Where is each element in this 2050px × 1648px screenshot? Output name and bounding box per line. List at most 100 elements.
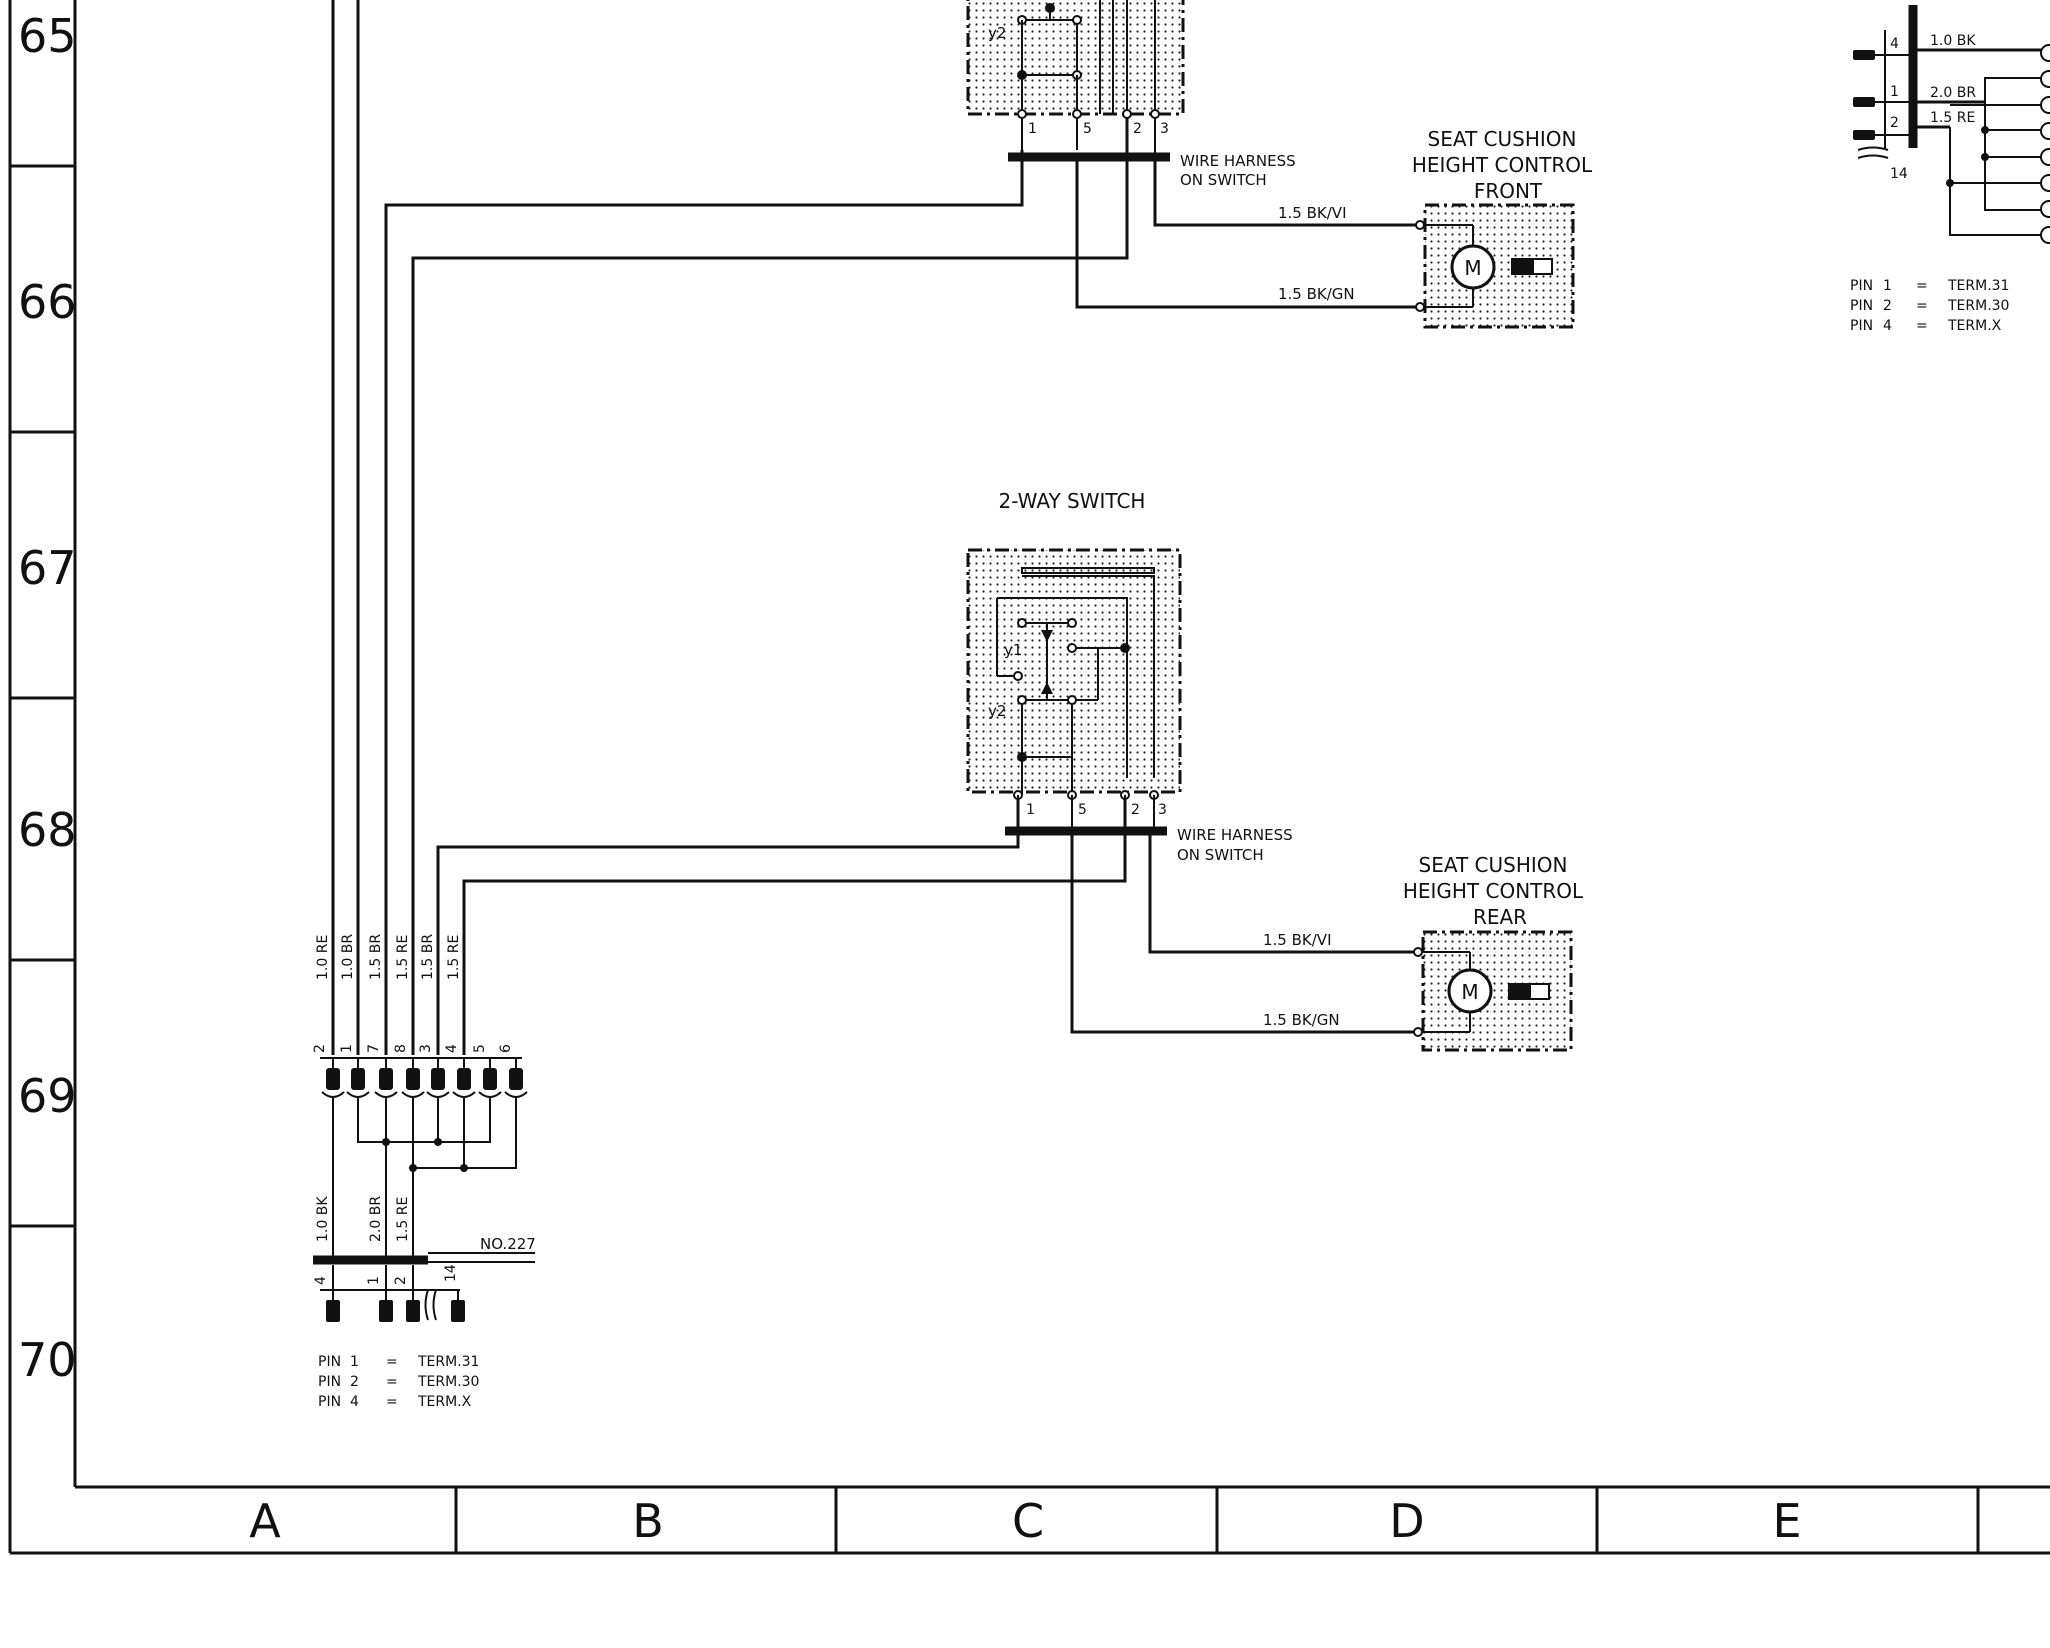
tr-pin-table-row3-num: 4 xyxy=(1883,318,1892,334)
wire-label-3: 1.5 BR xyxy=(368,934,384,980)
tr-wire-label-3: 1.5 RE xyxy=(1930,110,1975,126)
tr-pin-table: PIN 1 = TERM.31 PIN 2 = TERM.30 PIN 4 = … xyxy=(1850,278,2009,334)
pin-table-row2-term: TERM.30 xyxy=(417,1374,479,1390)
motor-front-title-line1: SEAT CUSHION xyxy=(1428,127,1577,151)
two-way-switch-contact-y2: y2 xyxy=(988,702,1006,720)
tr-pin-table-row3-term: TERM.X xyxy=(1947,318,2002,334)
pin-table-row2-num: 2 xyxy=(350,1374,359,1390)
row-label-68: 68 xyxy=(18,803,77,857)
tr-pin-table-row2-pin: PIN xyxy=(1850,298,1873,314)
tr-pin-table-row2-term: TERM.30 xyxy=(1947,298,2009,314)
rear-wire-bkvi-label: 1.5 BK/VI xyxy=(1263,931,1332,949)
pin-table-row1-pin: PIN xyxy=(318,1354,341,1370)
pin-table-row2-eq: = xyxy=(386,1374,398,1390)
tr-pin-2: 2 xyxy=(1890,115,1899,131)
wire-label-4: 1.5 RE xyxy=(395,935,411,980)
top-harness-label-line2: ON SWITCH xyxy=(1180,171,1267,189)
connector-pin-3: 3 xyxy=(418,1044,434,1053)
two-way-switch-title: 2-WAY SWITCH xyxy=(999,489,1146,513)
motor-rear-title-line3: REAR xyxy=(1473,905,1527,929)
tr-connector-14: 14 xyxy=(1890,166,1908,182)
top-switch-pin-2: 2 xyxy=(1133,121,1142,137)
top-switch-pin-5: 5 xyxy=(1083,121,1092,137)
front-wire-bkgn-label: 1.5 BK/GN xyxy=(1278,285,1355,303)
tr-pin-table-row1-eq: = xyxy=(1916,278,1928,294)
motor-front: SEAT CUSHION HEIGHT CONTROL FRONT M xyxy=(1412,127,1593,329)
tr-pin-table-row2-eq: = xyxy=(1916,298,1928,314)
column-label-e: E xyxy=(1772,1494,1801,1548)
tr-pin-table-row3-pin: PIN xyxy=(1850,318,1873,334)
lower-wire-label-3: 1.5 RE xyxy=(395,1197,411,1242)
tr-wire-label-1: 1.0 BK xyxy=(1930,33,1976,49)
lower-wire-label-1: 1.0 BK xyxy=(315,1196,331,1242)
motor-front-symbol: M xyxy=(1464,256,1481,280)
connector-pin-8: 8 xyxy=(393,1044,409,1053)
lower-connector-14: 14 xyxy=(443,1264,459,1282)
top-right-connector: 4 1 2 14 1.0 BK 2.0 BR 1.5 RE xyxy=(1850,5,2050,334)
tr-pin-table-row3-eq: = xyxy=(1916,318,1928,334)
column-label-b: B xyxy=(632,1494,664,1548)
connector-pin-4: 4 xyxy=(444,1044,460,1053)
motor-rear-symbol: M xyxy=(1461,980,1478,1004)
pin-table-row1-term: TERM.31 xyxy=(417,1354,479,1370)
top-harness-label-line1: WIRE HARNESS xyxy=(1180,152,1296,170)
pin-table-row3-term: TERM.X xyxy=(417,1394,472,1410)
main-connector: 1.0 RE 1.0 BR 1.5 BR 1.5 RE 1.5 BR 1.5 R… xyxy=(312,934,536,1410)
connector-pin-7: 7 xyxy=(366,1044,382,1053)
pin-table-row1-num: 1 xyxy=(350,1354,359,1370)
bottom-harness-label-line1: WIRE HARNESS xyxy=(1177,826,1293,844)
pin-table: PIN 1 = TERM.31 PIN 2 = TERM.30 PIN 4 = … xyxy=(318,1354,479,1410)
row-label-70: 70 xyxy=(18,1333,77,1387)
tr-pin-1: 1 xyxy=(1890,84,1899,100)
column-label-a: A xyxy=(249,1494,281,1548)
two-way-switch-pin-2: 2 xyxy=(1131,802,1140,818)
pin-table-row3-pin: PIN xyxy=(318,1394,341,1410)
connector-ref-label: NO.227 xyxy=(480,1235,536,1253)
connector-pin-5: 5 xyxy=(472,1044,488,1053)
two-way-switch-pin-1: 1 xyxy=(1026,802,1035,818)
two-way-switch-pin-5: 5 xyxy=(1078,802,1087,818)
lower-pin-1: 1 xyxy=(366,1276,382,1285)
row-label-67: 67 xyxy=(18,541,77,595)
top-switch: y2 1 5 2 3 WIRE HARNESS ON SWITCH 1.5 BK… xyxy=(966,0,1420,309)
connector-pin-1: 1 xyxy=(339,1044,355,1053)
tr-pin-table-row1-num: 1 xyxy=(1883,278,1892,294)
top-switch-pin-1: 1 xyxy=(1028,121,1037,137)
connector-pin-2: 2 xyxy=(312,1044,328,1053)
motor-front-title-line3: FRONT xyxy=(1474,179,1543,203)
tr-pin-table-row2-num: 2 xyxy=(1883,298,1892,314)
row-label-66: 66 xyxy=(18,275,77,329)
pin-table-row3-eq: = xyxy=(386,1394,398,1410)
row-label-69: 69 xyxy=(18,1069,77,1123)
wire-label-2: 1.0 BR xyxy=(340,934,356,980)
lower-pin-2: 2 xyxy=(393,1276,409,1285)
bottom-harness-label-line2: ON SWITCH xyxy=(1177,846,1264,864)
row-label-65: 65 xyxy=(18,9,77,63)
wire-label-1: 1.0 RE xyxy=(315,935,331,980)
rear-wire-bkgn-label: 1.5 BK/GN xyxy=(1263,1011,1340,1029)
drawing-frame xyxy=(8,0,2050,1555)
tr-pin-table-row1-term: TERM.31 xyxy=(1947,278,2009,294)
top-switch-contact-label: y2 xyxy=(988,24,1006,42)
two-way-switch: 2-WAY SWITCH y1 y2 1 5 2 3 xyxy=(966,489,1418,1034)
pin-table-row2-pin: PIN xyxy=(318,1374,341,1390)
wire-label-6: 1.5 RE xyxy=(446,935,462,980)
motor-front-title-line2: HEIGHT CONTROL xyxy=(1412,153,1593,177)
motor-rear-title-line1: SEAT CUSHION xyxy=(1419,853,1568,877)
two-way-switch-contact-y1: y1 xyxy=(1004,641,1022,659)
connector-pin-6: 6 xyxy=(498,1044,514,1053)
lower-pin-4: 4 xyxy=(313,1276,329,1285)
motor-rear-title-line2: HEIGHT CONTROL xyxy=(1403,879,1584,903)
pin-table-row1-eq: = xyxy=(386,1354,398,1370)
top-switch-pin-3: 3 xyxy=(1160,121,1169,137)
tr-pin-table-row1-pin: PIN xyxy=(1850,278,1873,294)
lower-wire-label-2: 2.0 BR xyxy=(368,1196,384,1242)
two-way-switch-pin-3: 3 xyxy=(1158,802,1167,818)
front-wire-bkvi-label: 1.5 BK/VI xyxy=(1278,204,1347,222)
vertical-wires xyxy=(331,0,1129,1055)
column-label-d: D xyxy=(1389,1494,1424,1548)
tr-wire-label-2: 2.0 BR xyxy=(1930,85,1976,101)
tr-pin-4: 4 xyxy=(1890,36,1899,52)
motor-rear: SEAT CUSHION HEIGHT CONTROL REAR M xyxy=(1403,853,1584,1052)
